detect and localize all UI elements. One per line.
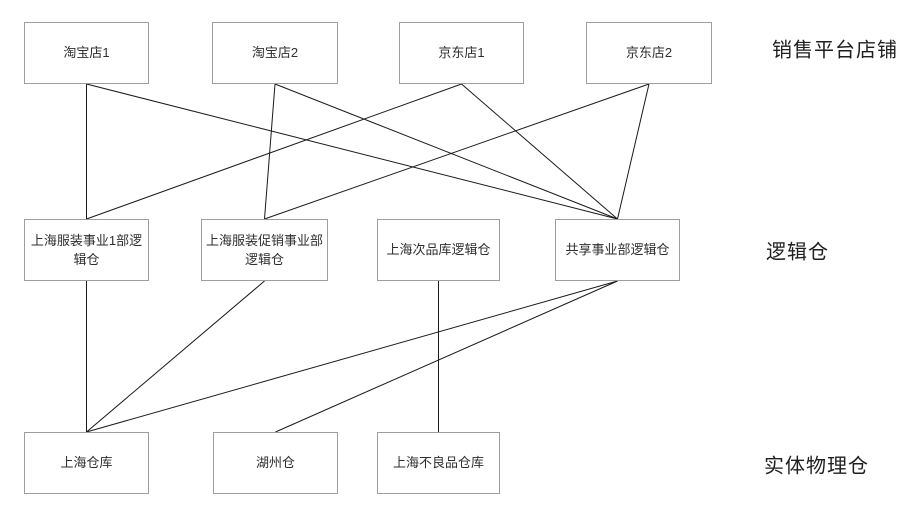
diagram-node-wh-defective: 上海不良品仓库 — [377, 432, 500, 494]
diagram-node-taobao2: 淘宝店2 — [212, 22, 338, 84]
diagram-node-label: 上海不良品仓库 — [392, 455, 484, 471]
edge-jd1-to-logical-unit1 — [86, 83, 462, 220]
edge-logical-shared-to-wh-shanghai — [86, 280, 618, 433]
row-label-logical: 逻辑仓 — [766, 241, 829, 264]
diagram-node-label: 淘宝店2 — [251, 45, 299, 61]
edge-jd2-to-logical-shared — [617, 83, 650, 220]
diagram-node-jd2: 京东店2 — [586, 22, 712, 84]
edge-logical-promo-to-wh-shanghai — [86, 280, 265, 433]
diagram-node-logical-promo: 上海服装促销事业部逻辑仓 — [201, 219, 328, 281]
diagram-node-label: 京东店1 — [438, 45, 485, 61]
diagram-node-taobao1: 淘宝店1 — [24, 22, 149, 84]
diagram-node-logical-shared: 共享事业部逻辑仓 — [555, 219, 680, 281]
diagram-node-jd1: 京东店1 — [399, 22, 524, 84]
diagram-node-label: 京东店2 — [625, 45, 673, 61]
diagram-node-wh-shanghai: 上海仓库 — [24, 432, 149, 494]
diagram-node-label: 上海仓库 — [60, 455, 113, 471]
edge-taobao2-to-logical-shared — [274, 83, 618, 220]
row-label-physical: 实体物理仓 — [764, 455, 869, 478]
row-label-stores: 销售平台店铺 — [772, 39, 898, 62]
diagram-node-wh-huzhou: 湖州仓 — [213, 432, 338, 494]
diagram-node-label: 上海服装事业1部逻辑仓 — [30, 232, 143, 268]
edge-taobao2-to-logical-promo — [264, 83, 276, 220]
diagram-node-label: 淘宝店1 — [63, 45, 110, 61]
diagram-node-logical-defect: 上海次品库逻辑仓 — [377, 219, 500, 281]
edge-logical-shared-to-wh-huzhou — [275, 280, 618, 433]
edge-jd2-to-logical-promo — [264, 83, 650, 220]
diagram-node-label: 共享事业部逻辑仓 — [565, 242, 670, 258]
edge-taobao1-to-logical-shared — [86, 83, 618, 220]
diagram-node-label: 上海服装促销事业部逻辑仓 — [205, 232, 323, 268]
diagram-node-label: 湖州仓 — [255, 455, 295, 471]
diagram-node-label: 上海次品库逻辑仓 — [386, 242, 491, 258]
edge-jd1-to-logical-shared — [461, 83, 618, 220]
diagram-node-logical-unit1: 上海服装事业1部逻辑仓 — [24, 219, 149, 281]
